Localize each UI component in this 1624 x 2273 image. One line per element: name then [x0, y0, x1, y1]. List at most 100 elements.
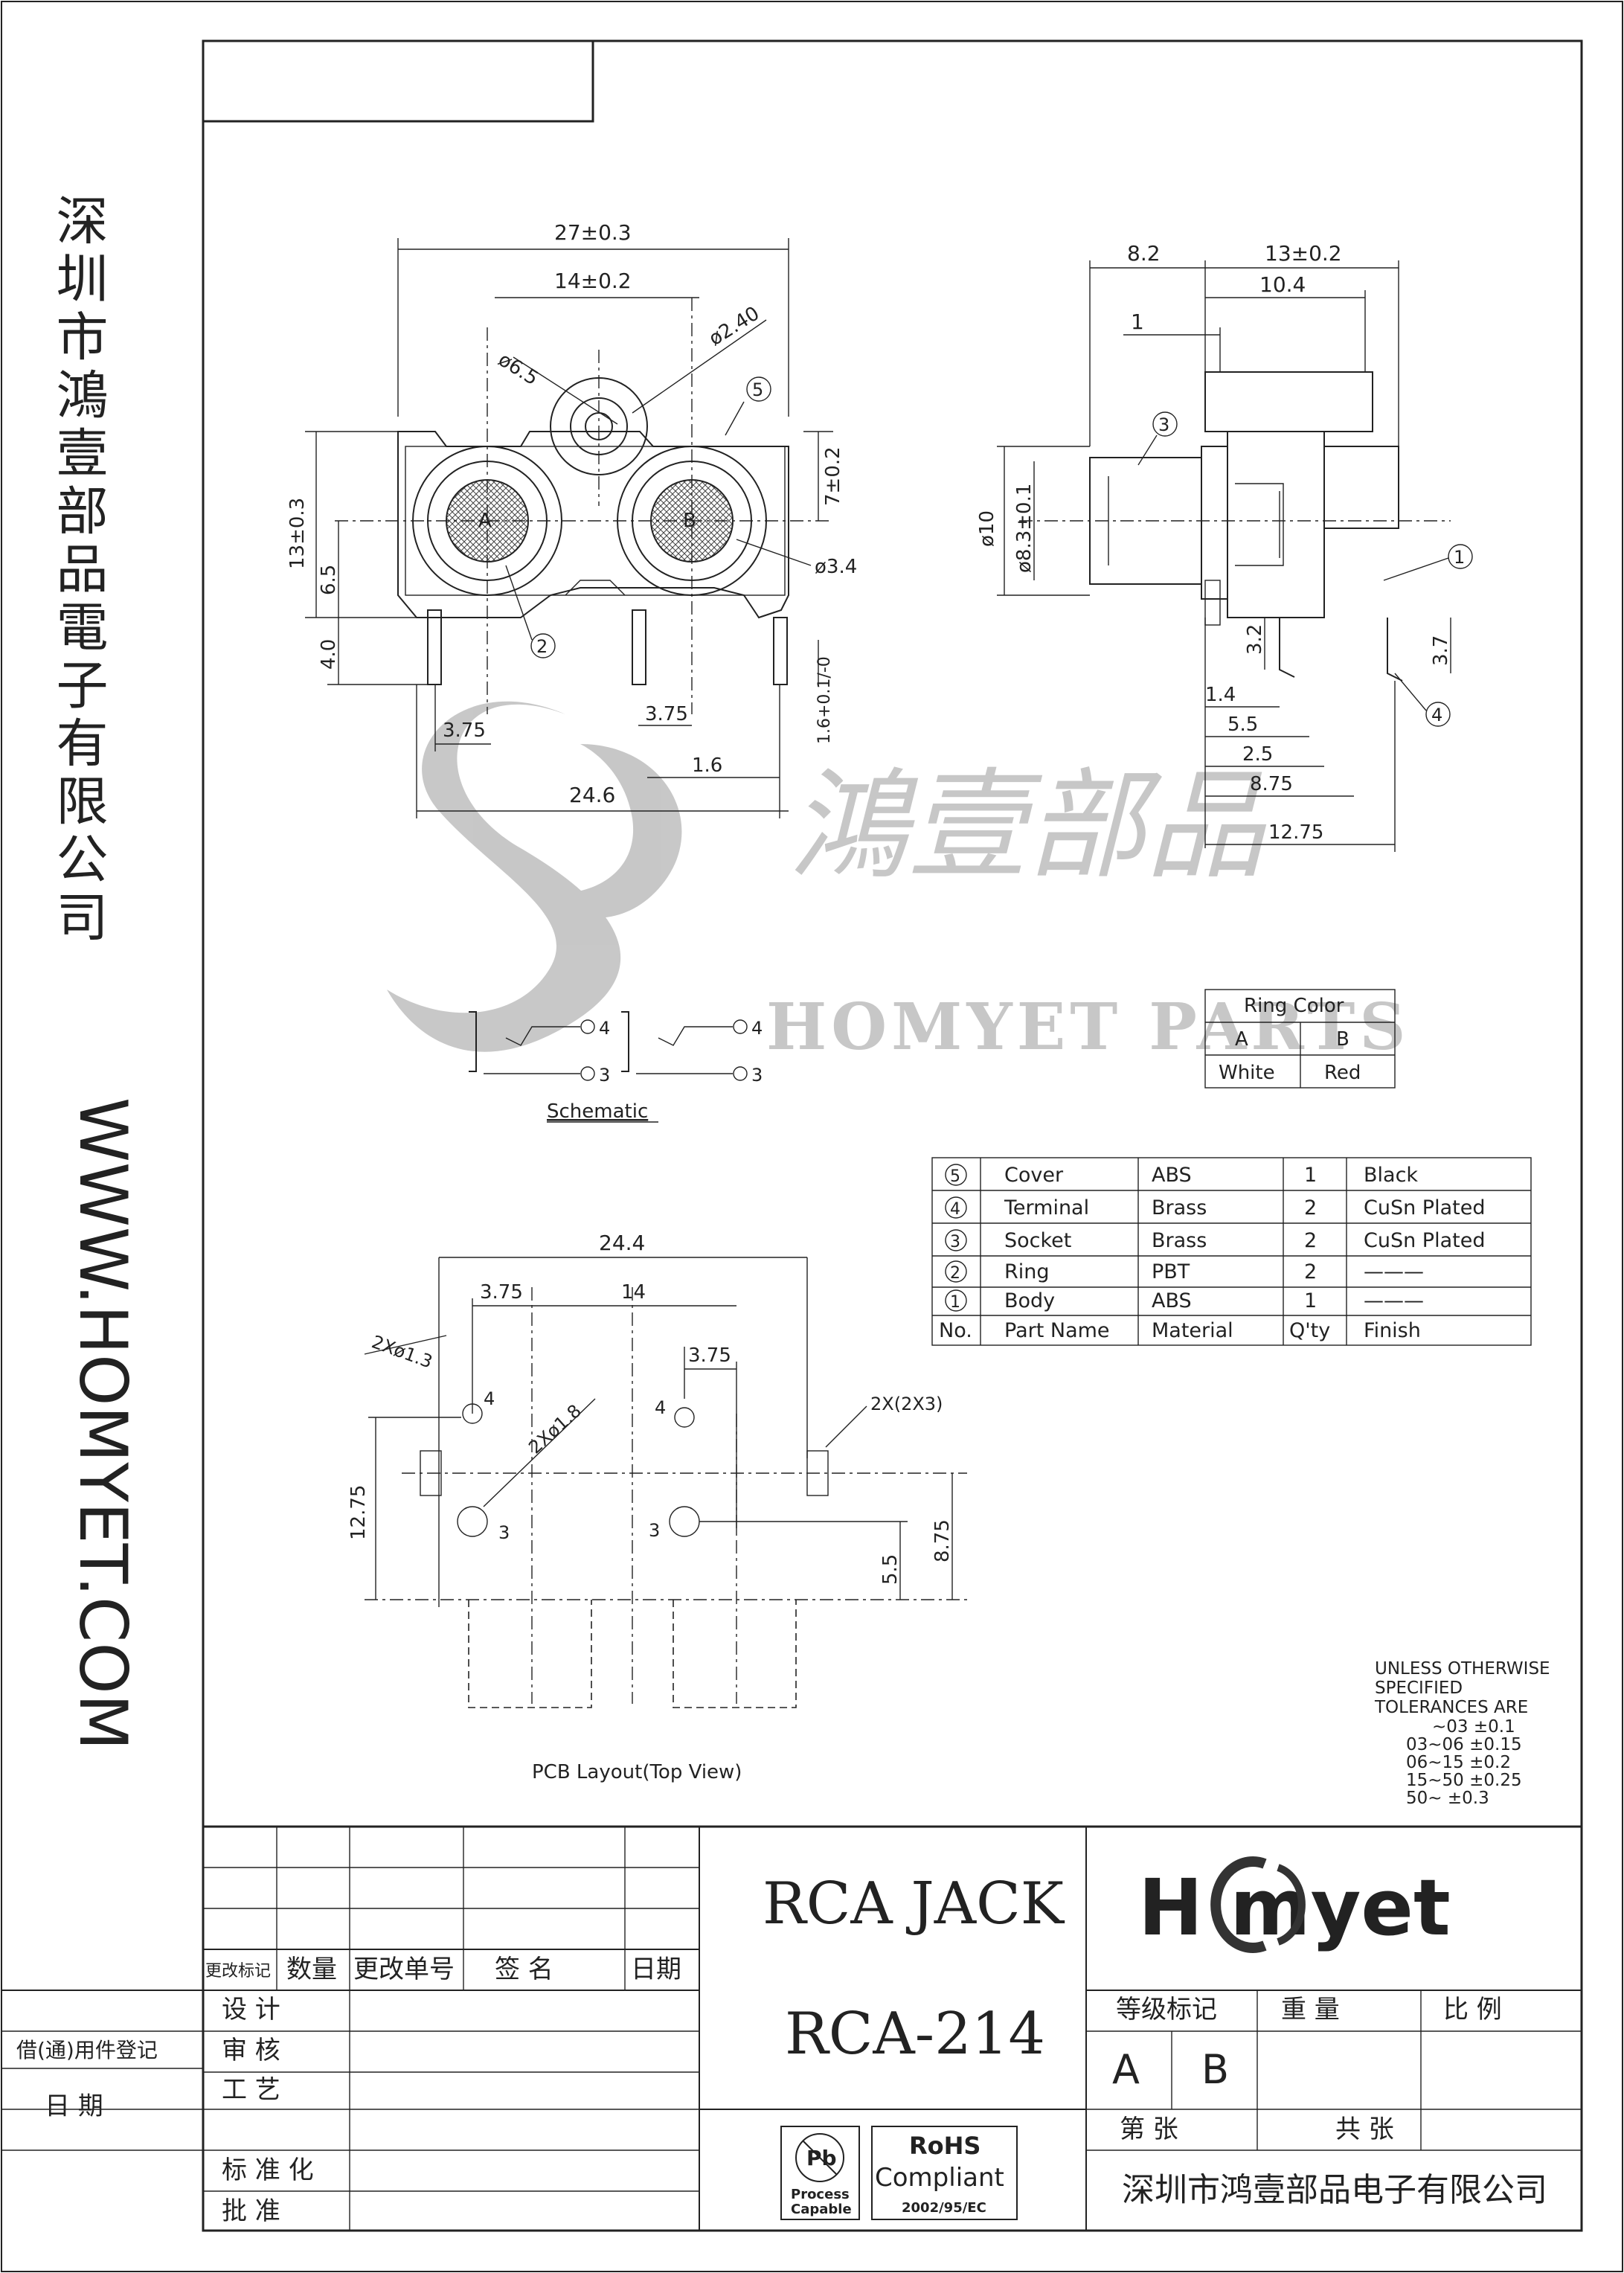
pcb-pin-3b: 3 [649, 1520, 660, 1541]
part-no: 2 [950, 1264, 960, 1283]
total-label: 共 张 [1335, 2115, 1394, 2144]
pb-capable: Capable [791, 2202, 852, 2217]
role-review: 审 核 [222, 2036, 280, 2065]
tol-title-2: SPECIFIED [1375, 1679, 1463, 1698]
side-dim-d10: 5.5 [1227, 714, 1258, 736]
dim-outer-dia: ø6.5 [494, 348, 542, 390]
left-label-borrow: 借(通)用件登记 [16, 2038, 158, 2062]
part-no: 3 [950, 1233, 960, 1251]
schem-pin-4a: 4 [599, 1018, 610, 1039]
inner-border [202, 39, 1583, 2232]
rohs-text: RoHS [909, 2132, 981, 2160]
socket-a-label: A [478, 510, 492, 532]
part-qty: 2 [1304, 1260, 1317, 1283]
website-vertical-text: WWW.HOMYET.COM [65, 1097, 141, 1751]
part-qty: 1 [1304, 1164, 1317, 1187]
pcb-dim-slot: 2X(2X3) [870, 1394, 943, 1414]
parts-table [931, 1157, 1532, 1346]
part-finish: CuSn Plated [1364, 1196, 1485, 1219]
part-material: ABS [1152, 1289, 1192, 1312]
parts-header-cell: Finish [1364, 1319, 1421, 1342]
callout-5-text: 5 [752, 379, 763, 400]
role-design: 设 计 [222, 1995, 280, 2024]
side-dim-d12: 8.75 [1250, 773, 1293, 795]
product-name: RCA JACK [763, 1870, 1065, 1937]
dim-pin-length: 4.0 [318, 639, 340, 670]
pcb-dim-pitch: 14 [621, 1281, 646, 1304]
side-callout-4: 4 [1431, 705, 1442, 725]
tolerances: UNLESS OTHERWISE SPECIFIED TOLERANCES AR… [1374, 1659, 1550, 1808]
schem-pin-3a: 3 [599, 1065, 610, 1086]
rev-header-change-no: 更改单号 [353, 1955, 455, 1984]
pcb-dim-offset-a: 3.75 [480, 1281, 523, 1304]
pcb-dim-h2: 8.75 [931, 1519, 954, 1562]
dim-27: 27±0.3 [554, 220, 632, 245]
pcb-pin-4b: 4 [655, 1397, 666, 1418]
dim-top-offset: 7±0.2 [822, 446, 844, 506]
dim-pin-dia: ø2.40 [705, 302, 763, 350]
role-process: 工 艺 [222, 2075, 280, 2105]
side-dim-d5: ø10 [976, 510, 998, 547]
tol-row-5: 50~ ±0.3 [1406, 1789, 1489, 1808]
part-number-circle [945, 1289, 967, 1312]
pcb-hidden-socket-a [468, 1600, 592, 1708]
company-name: 深圳市鸿壹部品电子有限公司 [1122, 2171, 1547, 2209]
dim-ring-dia: ø3.4 [815, 556, 857, 578]
parts-header-cell: Material [1152, 1319, 1233, 1342]
pcb-label: PCB Layout(Top View) [532, 1761, 742, 1783]
rohs-directive: 2002/95/EC [902, 2200, 986, 2216]
ring-color-table: Ring Color A B White Red [1204, 989, 1396, 1089]
ring-color-title: Ring Color [1244, 995, 1344, 1017]
side-cover [1204, 371, 1373, 432]
callout-2-text: 2 [536, 636, 548, 657]
part-material: Brass [1152, 1196, 1207, 1219]
pcb-layout: 24.4 3.75 14 3.75 4 3 4 3 2Xø1.3 2Xø1.8 … [347, 1231, 967, 1783]
part-number-circle [945, 1196, 967, 1219]
callout-5 [746, 376, 771, 402]
homyet-logo: H myet [1138, 1856, 1451, 1953]
tol-row-1: ~03 ±0.1 [1432, 1717, 1515, 1737]
ring-color-header-a: A [1235, 1028, 1248, 1051]
side-dim-d2: 13±0.2 [1265, 241, 1342, 266]
parts-header-cell: No. [939, 1319, 972, 1342]
ring-color-b: Red [1324, 1062, 1361, 1084]
watermark-chinese: 鴻壹部品 [789, 756, 1267, 895]
side-callout-1: 1 [1454, 547, 1465, 568]
part-number: RCA-214 [785, 2001, 1045, 2068]
dim-14: 14±0.2 [554, 269, 632, 293]
pcb-hole-3a [457, 1506, 488, 1537]
part-material: ABS [1152, 1164, 1192, 1187]
pcb-slot-right [806, 1450, 829, 1496]
part-name: Terminal [1004, 1196, 1089, 1219]
pcb-hole-4b [674, 1407, 695, 1428]
watermark-swirl-inner [536, 744, 682, 918]
schem-pin-3b: 3 [751, 1065, 763, 1086]
schematic-label: Schematic [547, 1100, 648, 1123]
rohs-badge: RoHS Compliant 2002/95/EC [871, 2126, 1018, 2220]
front-pin-bridge [565, 580, 626, 596]
part-no: 1 [950, 1293, 960, 1312]
front-pin-1 [427, 609, 442, 685]
pcb-dim-height-left: 12.75 [347, 1485, 370, 1540]
title-block: 更改标记 数量 更改单号 签 名 日期 设 计 审 核 工 艺 标 准 化 批 … [1, 1825, 1582, 2231]
tol-row-2: 03~06 ±0.15 [1406, 1735, 1522, 1754]
ring-color-a: White [1219, 1062, 1275, 1084]
left-label-date: 日 期 [45, 2091, 103, 2121]
sheet-label: 第 张 [1120, 2115, 1178, 2144]
pcb-pin-3a: 3 [498, 1522, 510, 1543]
schem-pin-4b: 4 [751, 1018, 763, 1039]
side-dim-d13: 12.75 [1268, 821, 1323, 844]
front-body [397, 431, 789, 619]
schematic: 4 3 4 3 Schematic [469, 1011, 763, 1123]
part-finish: ——— [1364, 1289, 1424, 1312]
role-standard: 标 准 化 [222, 2155, 314, 2185]
part-qty: 2 [1304, 1196, 1317, 1219]
front-pin-2 [632, 609, 646, 685]
side-flange [1201, 446, 1228, 600]
side-dim-d3: 10.4 [1259, 272, 1306, 297]
part-finish: Black [1364, 1164, 1418, 1187]
weight-header: 重 量 [1281, 1995, 1340, 2024]
rev-header-sign: 签 名 [495, 1955, 553, 1984]
part-name: Ring [1004, 1260, 1050, 1283]
